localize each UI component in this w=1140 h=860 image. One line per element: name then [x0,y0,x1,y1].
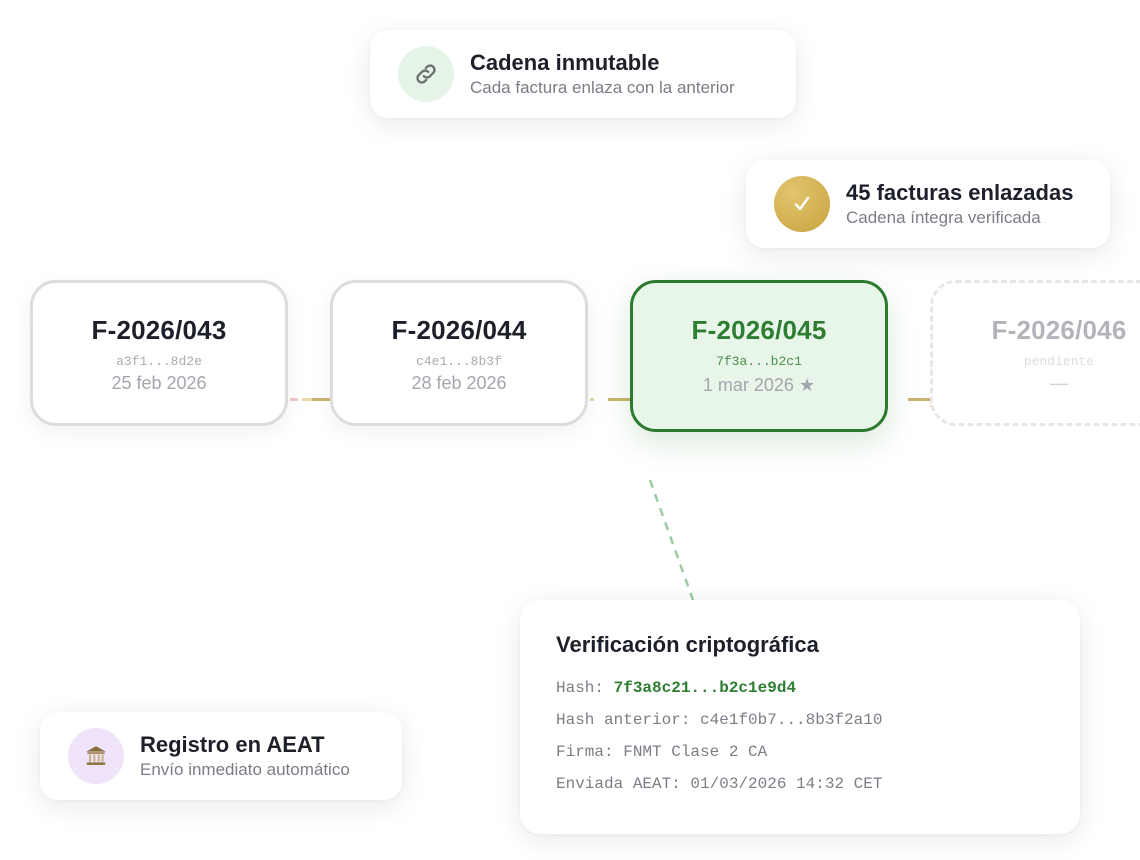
previous-hash-value: c4e1f0b7...8b3f2a10 [700,711,883,729]
previous-hash-label: Hash anterior: [556,711,701,729]
sent-aeat-label: Enviada AEAT: [556,775,691,793]
invoice-card-current[interactable]: F-2026/045 7f3a...b2c1 1 mar 2026 ★ [630,280,888,432]
bank-building-icon [68,728,124,784]
chain-badge: Cadena inmutable Cada factura enlaza con… [370,30,796,118]
chain-connector [590,398,630,401]
signature-value: FNMT Clase 2 CA [623,743,768,761]
linked-count-badge: 45 facturas enlazadas Cadena íntegra ver… [746,160,1110,248]
chain-badge-subtitle: Cada factura enlaza con la anterior [470,78,735,98]
chain-connector [908,398,932,401]
hash-value: 7f3a8c21...b2c1e9d4 [613,679,797,697]
hash-label: Hash: [556,679,614,697]
signature-label: Firma: [556,743,624,761]
sent-aeat-value: 01/03/2026 14:32 CET [690,775,883,793]
invoice-number: F-2026/045 [691,315,827,345]
invoice-card-pending[interactable]: F-2026/046 pendiente — [930,280,1140,426]
hash-row: Hash: 7f3a8c21...b2c1e9d4 [556,672,1044,704]
callout-dashed-line [648,479,695,601]
invoice-hash: c4e1...8b3f [416,354,502,369]
chain-badge-title: Cadena inmutable [470,49,660,75]
chain-connector [290,398,330,401]
invoice-hash: pendiente [1023,354,1095,369]
verification-card: Verificación criptográfica Hash: 7f3a8c2… [520,600,1080,834]
invoice-hash: 7f3a...b2c1 [716,354,802,369]
invoice-number: F-2026/044 [391,315,527,345]
sent-aeat-row: Enviada AEAT: 01/03/2026 14:32 CET [556,768,1044,800]
invoice-number: F-2026/046 [991,315,1127,345]
invoice-card[interactable]: F-2026/043 a3f1...8d2e 25 feb 2026 [30,280,288,426]
link-icon [398,46,454,102]
invoice-date: 28 feb 2026 [411,373,507,393]
invoice-number: F-2026/043 [91,315,227,345]
aeat-badge: Registro en AEAT Envío inmediato automát… [40,712,402,800]
aeat-badge-title: Registro en AEAT [140,731,325,757]
invoice-date: — [1050,373,1068,393]
checkmark-icon [774,176,830,232]
aeat-badge-subtitle: Envío inmediato automático [140,760,350,780]
invoice-date: 1 mar 2026 ★ [702,375,816,395]
invoice-hash: a3f1...8d2e [116,354,202,369]
signature-row: Firma: FNMT Clase 2 CA [556,736,1044,768]
linked-count-subtitle: Cadena íntegra verificada [846,208,1041,228]
verification-title: Verificación criptográfica [556,632,819,657]
linked-count-title: 45 facturas enlazadas [846,179,1074,205]
previous-hash-row: Hash anterior: c4e1f0b7...8b3f2a10 [556,704,1044,736]
invoice-date: 25 feb 2026 [111,373,207,393]
invoice-card[interactable]: F-2026/044 c4e1...8b3f 28 feb 2026 [330,280,588,426]
